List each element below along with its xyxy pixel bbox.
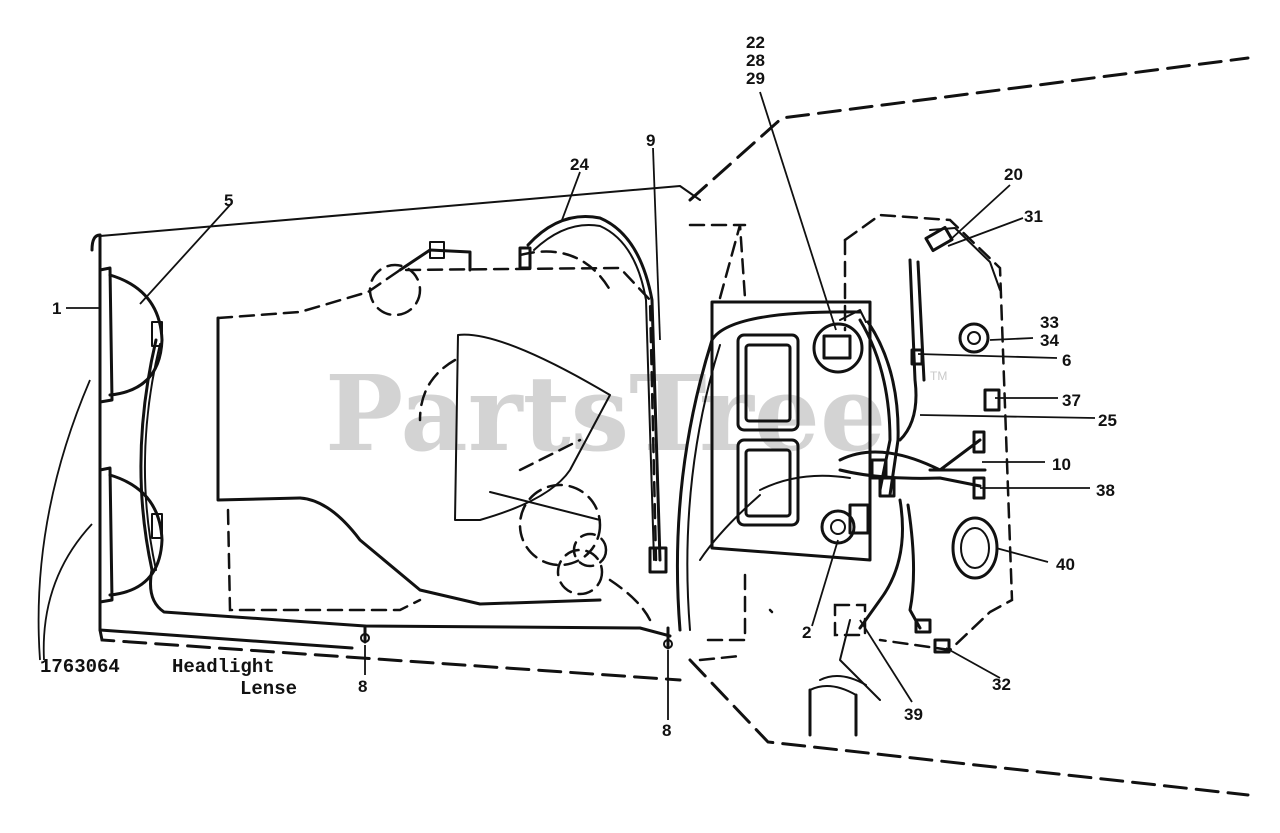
callout-28: 28 [746, 51, 765, 70]
engine-block [216, 241, 658, 612]
ignition-module [820, 503, 870, 545]
callout-34: 34 [1040, 331, 1059, 350]
callout-38: 38 [1096, 481, 1115, 500]
caption-part-number: 1763064 [40, 656, 120, 678]
callout-8-left: 8 [358, 677, 367, 696]
right-panel [843, 213, 1014, 654]
callout-31: 31 [1024, 207, 1043, 226]
callout-6: 6 [1062, 351, 1071, 370]
callout-9: 9 [646, 131, 655, 150]
callout-33: 33 [1040, 313, 1059, 332]
leader-lines [37, 91, 1096, 720]
headlight-lower [98, 466, 164, 604]
callout-32: 32 [992, 675, 1011, 694]
hood-outline [98, 56, 1250, 797]
callout-10: 10 [1052, 455, 1071, 474]
callout-5: 5 [224, 191, 233, 210]
main-harness [675, 258, 987, 632]
lower-frame [768, 603, 881, 737]
callout-37: 37 [1062, 391, 1081, 410]
trademark-mark: TM [930, 369, 947, 383]
callout-8-right: 8 [662, 721, 671, 740]
callout-24: 24 [570, 155, 589, 174]
callout-2: 2 [802, 623, 811, 642]
callout-20: 20 [1004, 165, 1023, 184]
headlight-upper [98, 266, 164, 404]
callout-25: 25 [1098, 411, 1117, 430]
callout-1: 1 [52, 299, 61, 318]
callout-29: 29 [746, 69, 765, 88]
clip-left [360, 624, 370, 644]
headlight-harness [139, 338, 672, 638]
clip-right [663, 626, 673, 650]
callout-39: 39 [904, 705, 923, 724]
fan-shroud [418, 333, 652, 622]
callout-22: 22 [746, 33, 765, 52]
callouts: 1 5 24 9 22 28 29 20 31 33 34 6 37 25 10… [52, 33, 1117, 740]
caption-headlight: Headlight [172, 656, 275, 678]
watermark: PartsTree [325, 352, 886, 475]
dash-panel [688, 223, 872, 662]
chassis-outline [90, 185, 701, 650]
key-switch [812, 309, 867, 374]
caption-lense: Lense [240, 678, 297, 700]
cable-24 [518, 215, 668, 574]
caption: 1763064 Headlight Lense [40, 656, 297, 700]
callout-40: 40 [1056, 555, 1075, 574]
